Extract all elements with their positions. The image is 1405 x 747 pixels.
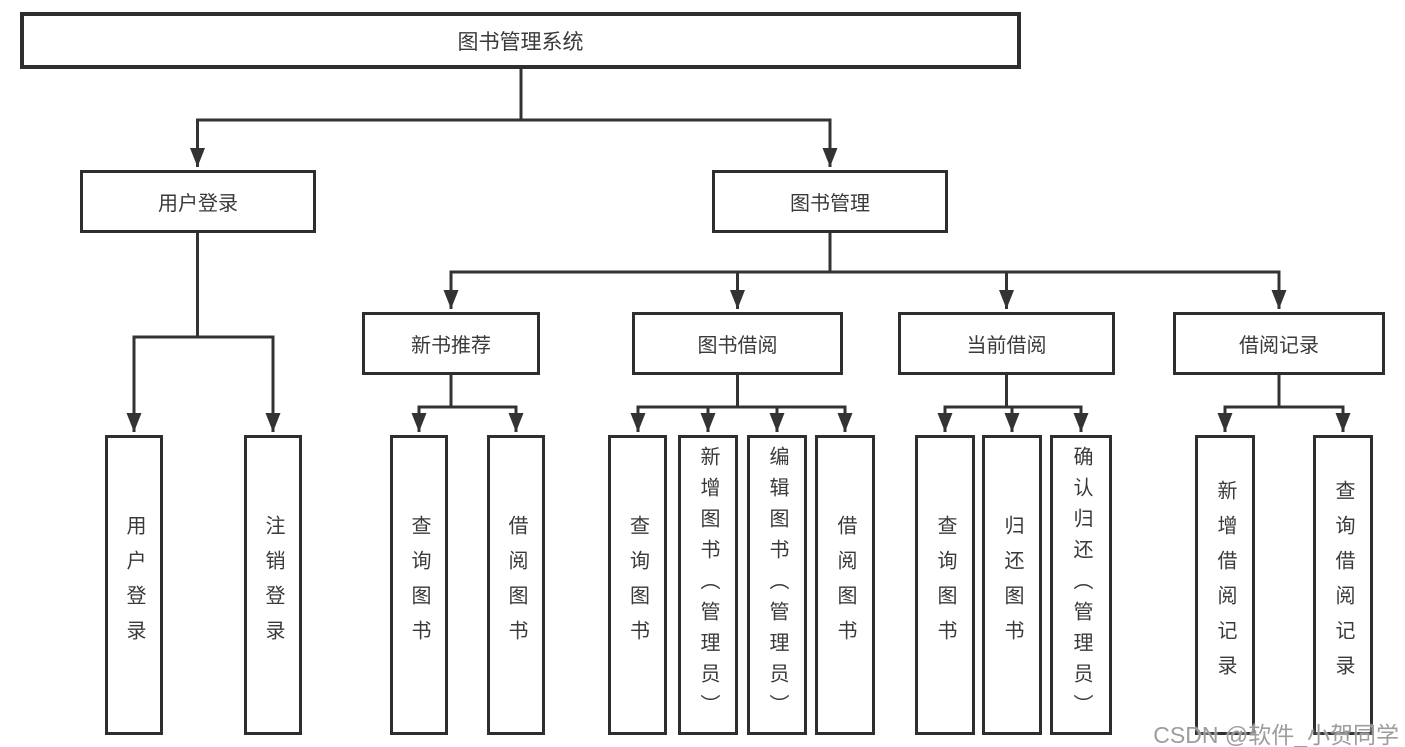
node-label: 图书管理 [790,193,870,215]
leaf-bb-add-books-admin: 新增图书（管理员） [678,435,738,735]
leaf-cb-confirm-return-admin: 确认归还（管理员） [1050,435,1112,735]
leaf-nb-borrow-books: 借阅图书 [487,435,545,735]
node-label: 确认归还（管理员） [1070,445,1092,725]
node-label: 借阅记录 [1239,335,1319,357]
leaf-cb-return-books: 归还图书 [982,435,1042,735]
node-label: 编辑图书（管理员） [766,445,788,725]
node-borrow-records: 借阅记录 [1173,312,1385,375]
leaf-nb-query-books: 查询图书 [390,435,448,735]
node-book-borrow: 图书借阅 [632,312,843,375]
node-label: 借阅图书 [505,515,527,655]
node-label: 查询图书 [934,515,956,655]
node-label: 查询图书 [408,515,430,655]
leaf-bb-edit-books-admin: 编辑图书（管理员） [747,435,807,735]
connector-book-mgmt-to-level3 [443,233,1287,309]
node-label: 注销登录 [262,515,284,655]
node-label: 查询图书 [626,515,649,655]
node-label: 图书借阅 [697,335,778,357]
connector-borrow-records-to-leaves [1217,375,1351,432]
node-user-login-branch: 用户登录 [80,170,316,233]
leaf-bb-query-books: 查询图书 [608,435,667,735]
node-label: 归还图书 [1001,515,1023,655]
node-label: 图书管理系统 [457,30,584,54]
leaf-cb-query-books: 查询图书 [915,435,975,735]
leaf-br-add-record: 新增借阅记录 [1195,435,1255,735]
node-label: 新书推荐 [411,335,491,357]
node-label: 用户登录 [123,515,145,655]
leaf-bb-borrow-books: 借阅图书 [815,435,875,735]
node-book-management-branch: 图书管理 [712,170,948,233]
connector-new-book-recommend-to-leaves [411,375,524,432]
connector-book-borrow-to-leaves [630,375,853,432]
node-current-borrow: 当前借阅 [898,312,1115,375]
node-label: 借阅图书 [834,515,856,655]
node-new-book-recommend: 新书推荐 [362,312,540,375]
node-label: 当前借阅 [966,335,1047,357]
leaf-logout: 注销登录 [244,435,302,735]
leaf-br-query-record: 查询借阅记录 [1313,435,1373,735]
node-label: 查询借阅记录 [1332,480,1354,690]
node-root-library-system: 图书管理系统 [20,12,1021,69]
connector-root-to-level2 [190,69,838,167]
node-label: 新增借阅记录 [1214,480,1236,690]
csdn-watermark: CSDN @软件_小贺同学 [1153,722,1399,747]
leaf-user-login: 用户登录 [105,435,163,735]
node-label: 用户登录 [158,193,238,215]
connector-current-borrow-to-leaves [937,375,1089,432]
connector-user-login-to-leaves [126,233,281,432]
node-label: 新增图书（管理员） [697,445,719,725]
